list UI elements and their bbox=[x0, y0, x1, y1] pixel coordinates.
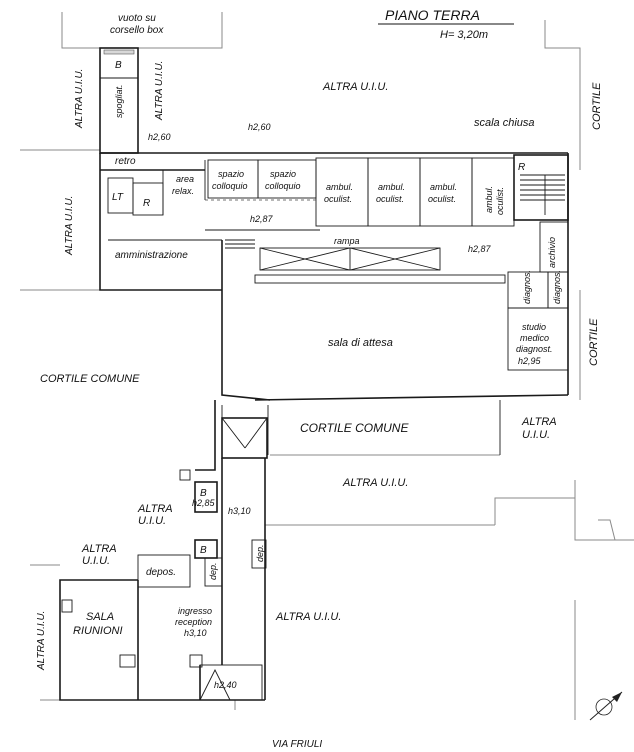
label-spazio-1: spazio bbox=[218, 169, 244, 179]
label-retro: retro bbox=[115, 156, 136, 167]
compass-icon bbox=[589, 691, 623, 721]
label-altra-uiu-mid: ALTRA U.I.U. bbox=[342, 477, 408, 489]
vuoto-line2: corsello box bbox=[110, 25, 164, 36]
label-cortile-comune-mid: CORTILE COMUNE bbox=[300, 421, 409, 435]
label-h310-a: h3,10 bbox=[228, 506, 251, 516]
label-h260-b: h2,60 bbox=[248, 122, 271, 132]
label-sala: SALA bbox=[86, 611, 114, 623]
label-spazio-2: spazio bbox=[270, 169, 296, 179]
label-b-top: B bbox=[115, 60, 122, 71]
label-medico: medico bbox=[520, 333, 549, 343]
label-dep-1: dep. bbox=[255, 544, 265, 562]
label-altra-uiu-lower-left: ALTRA U.I.U. bbox=[36, 611, 47, 671]
label-ambul-3: ambul. bbox=[430, 182, 457, 192]
lower-walls bbox=[59, 400, 267, 701]
label-ingresso: ingresso bbox=[178, 606, 212, 616]
label-b-lower-1: B bbox=[200, 488, 207, 499]
label-amministrazione: amministrazione bbox=[115, 250, 188, 261]
boundary-lines bbox=[20, 12, 634, 720]
label-reception: reception bbox=[175, 617, 212, 627]
label-h295: h2,95 bbox=[518, 356, 542, 366]
main-walls bbox=[99, 152, 569, 459]
plan-title: PIANO TERRA bbox=[385, 7, 480, 23]
label-oculist-2: oculist. bbox=[376, 194, 404, 204]
label-altra-uiu-lower: ALTRA U.I.U. bbox=[275, 611, 341, 623]
label-altra-lower-1: ALTRA bbox=[137, 503, 173, 515]
label-cortile-top: CORTILE bbox=[591, 82, 603, 130]
label-h287-b: h2,87 bbox=[468, 244, 492, 254]
label-altra-uiu-top-left: ALTRA U.I.U. bbox=[74, 69, 85, 129]
label-r-left: R bbox=[143, 198, 150, 209]
label-altra-uiu-top-mid: ALTRA U.I.U. bbox=[154, 61, 165, 121]
label-h240: h2,40 bbox=[214, 680, 237, 690]
label-oculist-3: oculist. bbox=[428, 194, 456, 204]
label-uiu-right: U.I.U. bbox=[522, 429, 550, 441]
label-uiu-lower-1: U.I.U. bbox=[138, 515, 166, 527]
label-rampa: rampa bbox=[334, 236, 360, 246]
label-altra-lower-2: ALTRA bbox=[81, 543, 117, 555]
label-h310-b: h3,10 bbox=[184, 628, 207, 638]
label-ambul-2: ambul. bbox=[378, 182, 405, 192]
label-sala-di-attesa: sala di attesa bbox=[328, 337, 393, 349]
label-studio: studio bbox=[522, 322, 546, 332]
label-colloquio-1: colloquio bbox=[212, 181, 248, 191]
stair-steps bbox=[520, 174, 565, 215]
label-cortile-comune-left: CORTILE COMUNE bbox=[40, 373, 140, 385]
label-ambul-1: ambul. bbox=[326, 182, 353, 192]
label-uiu-lower-2: U.I.U. bbox=[82, 555, 110, 567]
label-altra-right: ALTRA bbox=[521, 416, 557, 428]
label-scala-chiusa: scala chiusa bbox=[474, 117, 535, 129]
label-ambul-4: ambul. bbox=[484, 186, 494, 213]
label-relax: relax. bbox=[172, 186, 194, 196]
label-h260-a: h2,60 bbox=[148, 132, 171, 142]
vuoto-line1: vuoto su bbox=[118, 13, 156, 24]
label-diagnost: diagnost. bbox=[516, 344, 553, 354]
label-area: area bbox=[176, 174, 194, 184]
label-altra-uiu-left: ALTRA U.I.U. bbox=[64, 196, 75, 256]
label-h285: h2,85 bbox=[192, 498, 216, 508]
small-stair bbox=[225, 239, 255, 249]
label-depos: depos. bbox=[146, 567, 176, 578]
label-archivio: archivio bbox=[547, 237, 557, 268]
label-diagnos-1: diagnos. bbox=[522, 270, 532, 304]
street-name: VIA FRIULI bbox=[272, 739, 322, 750]
label-lt: LT bbox=[112, 192, 124, 203]
label-colloquio-2: colloquio bbox=[265, 181, 301, 191]
label-r-stairs: R bbox=[518, 162, 525, 173]
label-oculist-1: oculist. bbox=[324, 194, 352, 204]
label-spogliat: spogliat. bbox=[114, 84, 124, 118]
label-altra-uiu-top: ALTRA U.I.U. bbox=[322, 81, 388, 93]
label-b-lower-2: B bbox=[200, 545, 207, 556]
label-diagnos-2: diagnos. bbox=[552, 270, 562, 304]
label-riunioni: RIUNIONI bbox=[73, 625, 123, 637]
label-h287-a: h2,87 bbox=[250, 214, 274, 224]
ceiling-height: H= 3,20m bbox=[440, 29, 488, 41]
label-oculist-4: oculist. bbox=[495, 187, 505, 215]
label-dep-2: dep. bbox=[208, 562, 218, 580]
label-cortile-right: CORTILE bbox=[588, 318, 600, 366]
